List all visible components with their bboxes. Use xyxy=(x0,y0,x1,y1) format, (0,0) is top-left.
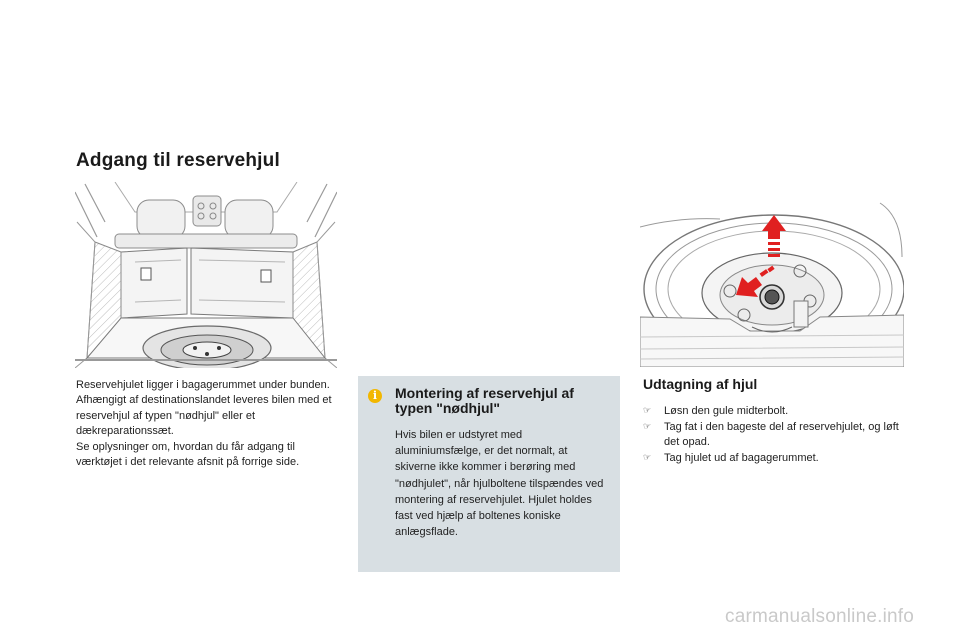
removal-title: Udtagning af hjul xyxy=(643,376,758,392)
pointing-hand-icon: ☞ xyxy=(643,452,652,463)
info-box-body: Hvis bilen er udstyret med aluminiumsfæl… xyxy=(395,429,604,539)
car-trunk-illustration xyxy=(75,182,337,368)
intro-text: Reservehjulet ligger i bagagerummet unde… xyxy=(76,378,338,470)
car-trunk-drawing xyxy=(75,182,337,368)
intro-paragraph: Se oplysninger om, hvordan du får adgang… xyxy=(76,440,300,469)
page-title: Adgang til reservehjul xyxy=(76,150,280,171)
removal-step-text: Tag fat i den bageste del af reservehjul… xyxy=(664,420,899,449)
pointing-hand-icon: ☞ xyxy=(643,421,652,432)
removal-step: ☞ Tag fat i den bageste del af reservehj… xyxy=(643,420,903,451)
removal-step: ☞ Tag hjulet ud af bagagerummet. xyxy=(643,451,903,467)
intro-paragraph: Afhængigt af destinationslandet leveres … xyxy=(76,394,332,438)
removal-steps: ☞ Løsn den gule midterbolt. ☞ Tag fat i … xyxy=(643,404,903,466)
removal-step-text: Tag hjulet ud af bagagerummet. xyxy=(664,451,819,464)
intro-paragraph: Reservehjulet ligger i bagagerummet unde… xyxy=(76,379,330,391)
info-box: i Montering af reservehjul af typen "nød… xyxy=(358,376,620,572)
info-box-title: Montering af reservehjul af typen "nødhj… xyxy=(395,385,574,416)
removal-step: ☞ Løsn den gule midterbolt. xyxy=(643,404,903,420)
watermark: carmanualsonline.info xyxy=(725,606,915,627)
removal-step-text: Løsn den gule midterbolt. xyxy=(664,405,789,417)
info-icon: i xyxy=(368,389,382,403)
spare-wheel-removal-illustration xyxy=(640,197,904,367)
spare-wheel-drawing xyxy=(640,202,904,367)
pointing-hand-icon: ☞ xyxy=(643,406,652,416)
